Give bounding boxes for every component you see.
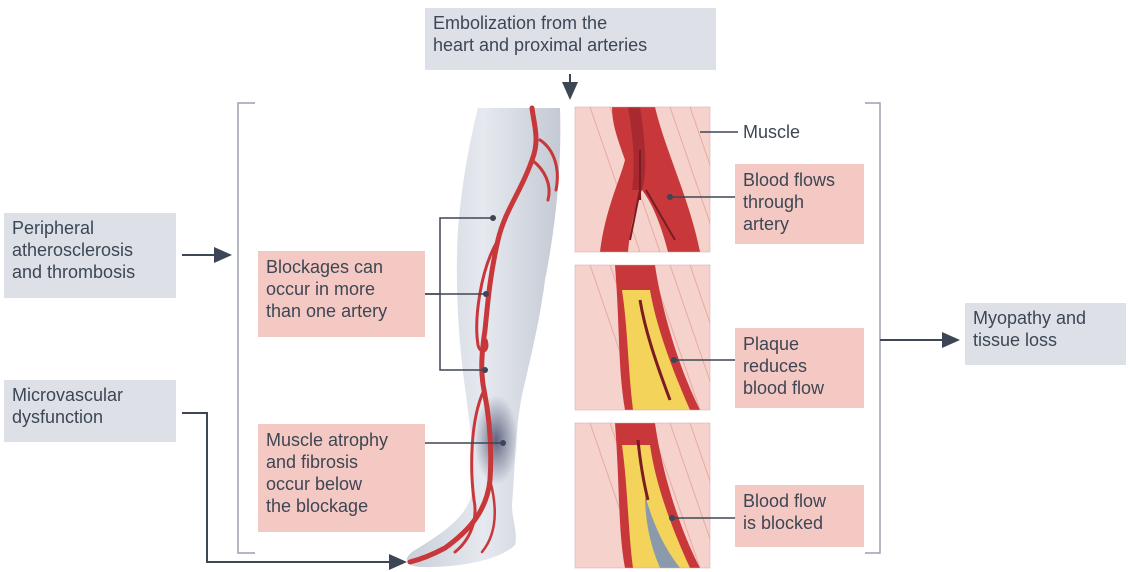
myopathy-label: Myopathy and tissue loss [965,303,1126,365]
blood-blocked-label: Blood flow is blocked [735,485,864,547]
muscle-label: Muscle [743,121,800,143]
right-bracket [865,103,880,553]
embolization-label: Embolization from the heart and proximal… [425,8,716,70]
blockages-label: Blockages can occur in more than one art… [258,251,425,337]
left-bracket [238,103,255,553]
panel-normal-artery [575,107,740,252]
bruise-area [474,395,518,485]
microvascular-dysfunction-label: Microvascular dysfunction [4,380,176,442]
panel-plaque-artery [575,265,740,410]
peripheral-atherosclerosis-label: Peripheral atherosclerosis and thrombosi… [4,213,176,298]
plaque-label: Plaque reduces blood flow [735,328,864,408]
muscle-atrophy-label: Muscle atrophy and fibrosis occur below … [258,424,425,532]
panel-blocked-artery [575,423,740,568]
blood-flows-label: Blood flows through artery [735,164,864,244]
